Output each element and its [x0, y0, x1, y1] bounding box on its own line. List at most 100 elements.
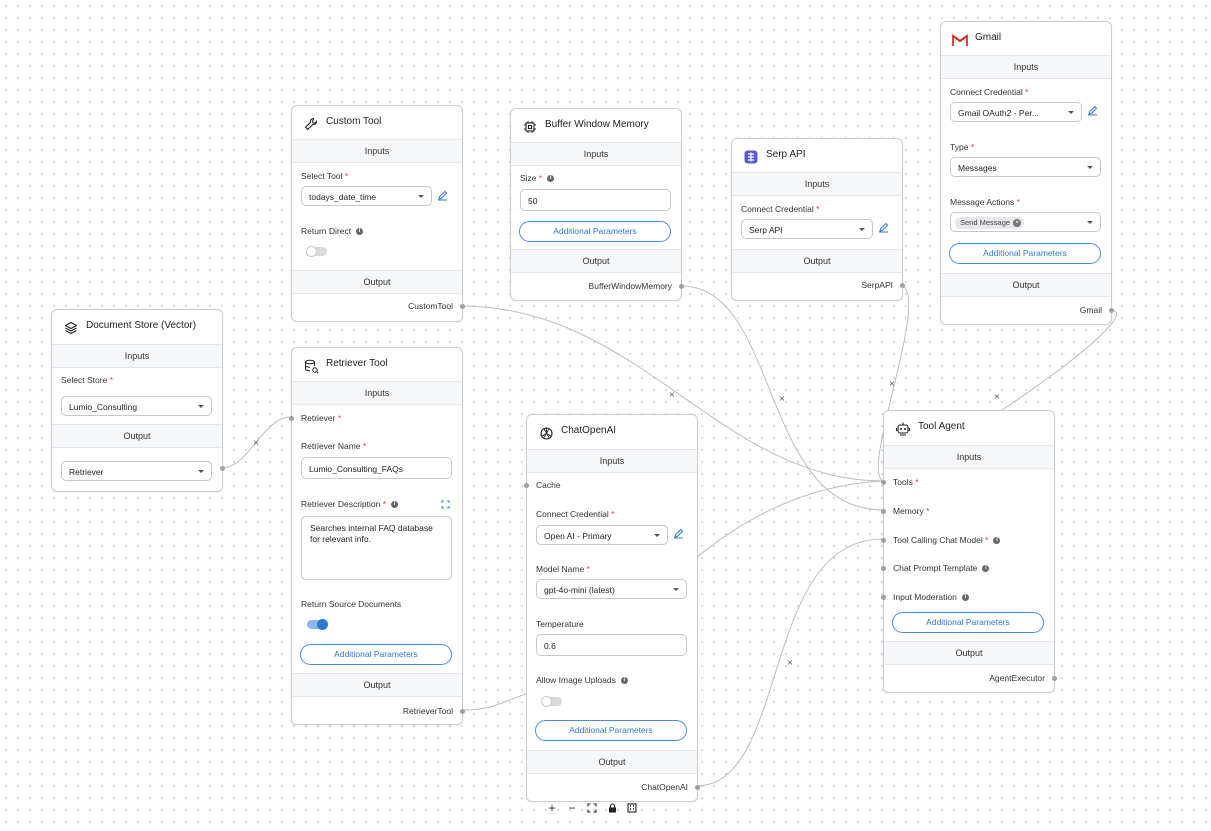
retriever-description-label: Retriever Description *i: [301, 499, 399, 509]
robot-icon: [894, 420, 912, 438]
message-actions-label: Message Actions *: [950, 197, 1020, 207]
input-handle[interactable]: [881, 566, 886, 571]
edit-icon[interactable]: [1087, 105, 1098, 116]
retriever-description-textarea[interactable]: Searches internal FAQ database for relev…: [301, 516, 452, 580]
input-handle[interactable]: [881, 509, 886, 514]
tool-agent-node[interactable]: Tool Agent Inputs Tools * Memory * Tool …: [881, 410, 1057, 693]
gmail-node[interactable]: Gmail Inputs Connect Credential * Gmail …: [940, 21, 1114, 325]
additional-parameters-button[interactable]: Additional Parameters: [892, 612, 1044, 633]
edge-docstore-retriever[interactable]: [220, 416, 292, 469]
node-header: Buffer Window Memory: [511, 109, 681, 143]
additional-parameters-button[interactable]: Additional Parameters: [519, 221, 671, 242]
input-handle[interactable]: [881, 480, 886, 485]
return-direct-toggle[interactable]: [306, 246, 327, 257]
output-handle[interactable]: [460, 304, 465, 309]
retriever-name-input[interactable]: Lumio_Consulting_FAQs: [301, 457, 452, 479]
edge-delete-icon[interactable]: ×: [253, 438, 260, 447]
input-handle[interactable]: [881, 538, 886, 543]
zoom-in-icon[interactable]: +: [548, 801, 556, 815]
node-header: Custom Tool: [292, 106, 462, 140]
output-header: Output: [292, 673, 462, 697]
node-title: Document Store (Vector): [86, 320, 197, 331]
custom-tool-node[interactable]: Custom Tool Inputs Select Tool * todays_…: [291, 105, 465, 322]
output-label: ChatOpenAI: [641, 782, 688, 792]
output-handle[interactable]: [220, 466, 225, 471]
output-handle[interactable]: [900, 283, 905, 288]
output-handle[interactable]: [679, 284, 684, 289]
size-label: Size *i: [520, 173, 555, 183]
output-handle[interactable]: [1052, 676, 1057, 681]
info-icon: i: [982, 565, 990, 573]
fit-view-icon[interactable]: [583, 799, 601, 817]
inputs-header: Inputs: [292, 139, 462, 163]
additional-parameters-button[interactable]: Additional Parameters: [535, 720, 687, 741]
edge-chatopenai-agent[interactable]: [695, 538, 884, 787]
temperature-label: Temperature: [536, 619, 584, 629]
background-toggle-icon[interactable]: [623, 799, 641, 817]
message-actions-multiselect[interactable]: Send Message×: [950, 212, 1101, 232]
node-header: Retriever Tool: [292, 348, 462, 382]
node-header: ChatOpenAI: [527, 415, 697, 449]
expand-icon[interactable]: [441, 500, 450, 509]
edge-delete-icon[interactable]: ×: [787, 658, 794, 667]
lock-icon[interactable]: [603, 799, 621, 817]
node-title: ChatOpenAI: [561, 425, 617, 436]
zoom-out-icon[interactable]: −: [568, 801, 576, 815]
selected-chip[interactable]: Send Message×: [955, 217, 1025, 229]
output-header: Output: [527, 750, 697, 774]
input-handle[interactable]: [881, 595, 886, 600]
info-icon: i: [993, 537, 1001, 545]
credential-dropdown[interactable]: Open AI - Primary: [536, 525, 668, 545]
edge-delete-icon[interactable]: ×: [889, 379, 896, 388]
temperature-input[interactable]: 0.6: [536, 634, 687, 656]
select-tool-dropdown[interactable]: todays_date_time: [301, 186, 432, 206]
node-header: Document Store (Vector): [52, 310, 222, 344]
buffer-window-memory-node[interactable]: Buffer Window Memory Inputs Size *i 50 A…: [510, 108, 684, 301]
chat-openai-node[interactable]: ChatOpenAI Inputs Cache Connect Credenti…: [524, 414, 700, 802]
output-label: CustomTool: [408, 301, 453, 311]
return-source-label: Return Source Documents: [301, 599, 402, 609]
remove-chip-icon[interactable]: ×: [1013, 219, 1022, 228]
credential-dropdown[interactable]: Serp API: [741, 219, 873, 239]
retriever-name-label: Retriever Name *: [301, 441, 367, 451]
layers-icon: [62, 319, 80, 337]
input-handle[interactable]: [289, 416, 294, 421]
output-label: AgentExecutor: [989, 673, 1045, 683]
openai-icon: [537, 424, 555, 442]
model-name-dropdown[interactable]: gpt-4o-mini (latest): [536, 579, 687, 599]
edit-icon[interactable]: [878, 222, 889, 233]
select-store-dropdown[interactable]: Lumio_Consulting: [61, 396, 212, 416]
return-source-toggle[interactable]: [307, 619, 328, 630]
output-dropdown[interactable]: Retriever: [61, 461, 212, 481]
output-handle[interactable]: [460, 709, 465, 714]
size-input[interactable]: 50: [520, 189, 671, 211]
select-store-label: Select Store *: [61, 375, 113, 385]
edit-icon[interactable]: [673, 528, 684, 539]
memory-label: Memory *: [893, 506, 930, 516]
output-handle[interactable]: [1109, 308, 1114, 313]
inputs-header: Inputs: [941, 55, 1111, 79]
edit-icon[interactable]: [437, 190, 448, 201]
output-label: BufferWindowMemory: [588, 281, 672, 291]
edge-delete-icon[interactable]: ×: [779, 394, 786, 403]
edge-delete-icon[interactable]: ×: [994, 392, 1001, 401]
type-dropdown[interactable]: Messages: [950, 157, 1101, 177]
document-store-node[interactable]: Document Store (Vector) Inputs Select St…: [51, 309, 225, 492]
node-header: Serp API: [732, 139, 902, 173]
edge-memory-agent[interactable]: [680, 285, 884, 511]
node-title: Retriever Tool: [326, 358, 388, 369]
inputs-header: Inputs: [52, 344, 222, 368]
credential-dropdown[interactable]: Gmail OAuth2 - Per...: [950, 102, 1082, 122]
input-handle[interactable]: [524, 483, 529, 488]
image-uploads-toggle[interactable]: [541, 696, 562, 707]
inputs-header: Inputs: [884, 445, 1054, 469]
additional-parameters-button[interactable]: Additional Parameters: [949, 243, 1101, 264]
serp-api-node[interactable]: Serp API Inputs Connect Credential * Ser…: [731, 138, 905, 301]
output-handle[interactable]: [695, 785, 700, 790]
additional-parameters-button[interactable]: Additional Parameters: [300, 644, 452, 665]
retriever-tool-node[interactable]: Retriever Tool Inputs Retriever * Retrie…: [289, 347, 465, 725]
info-icon: i: [391, 501, 399, 509]
edge-delete-icon[interactable]: ×: [669, 390, 676, 399]
